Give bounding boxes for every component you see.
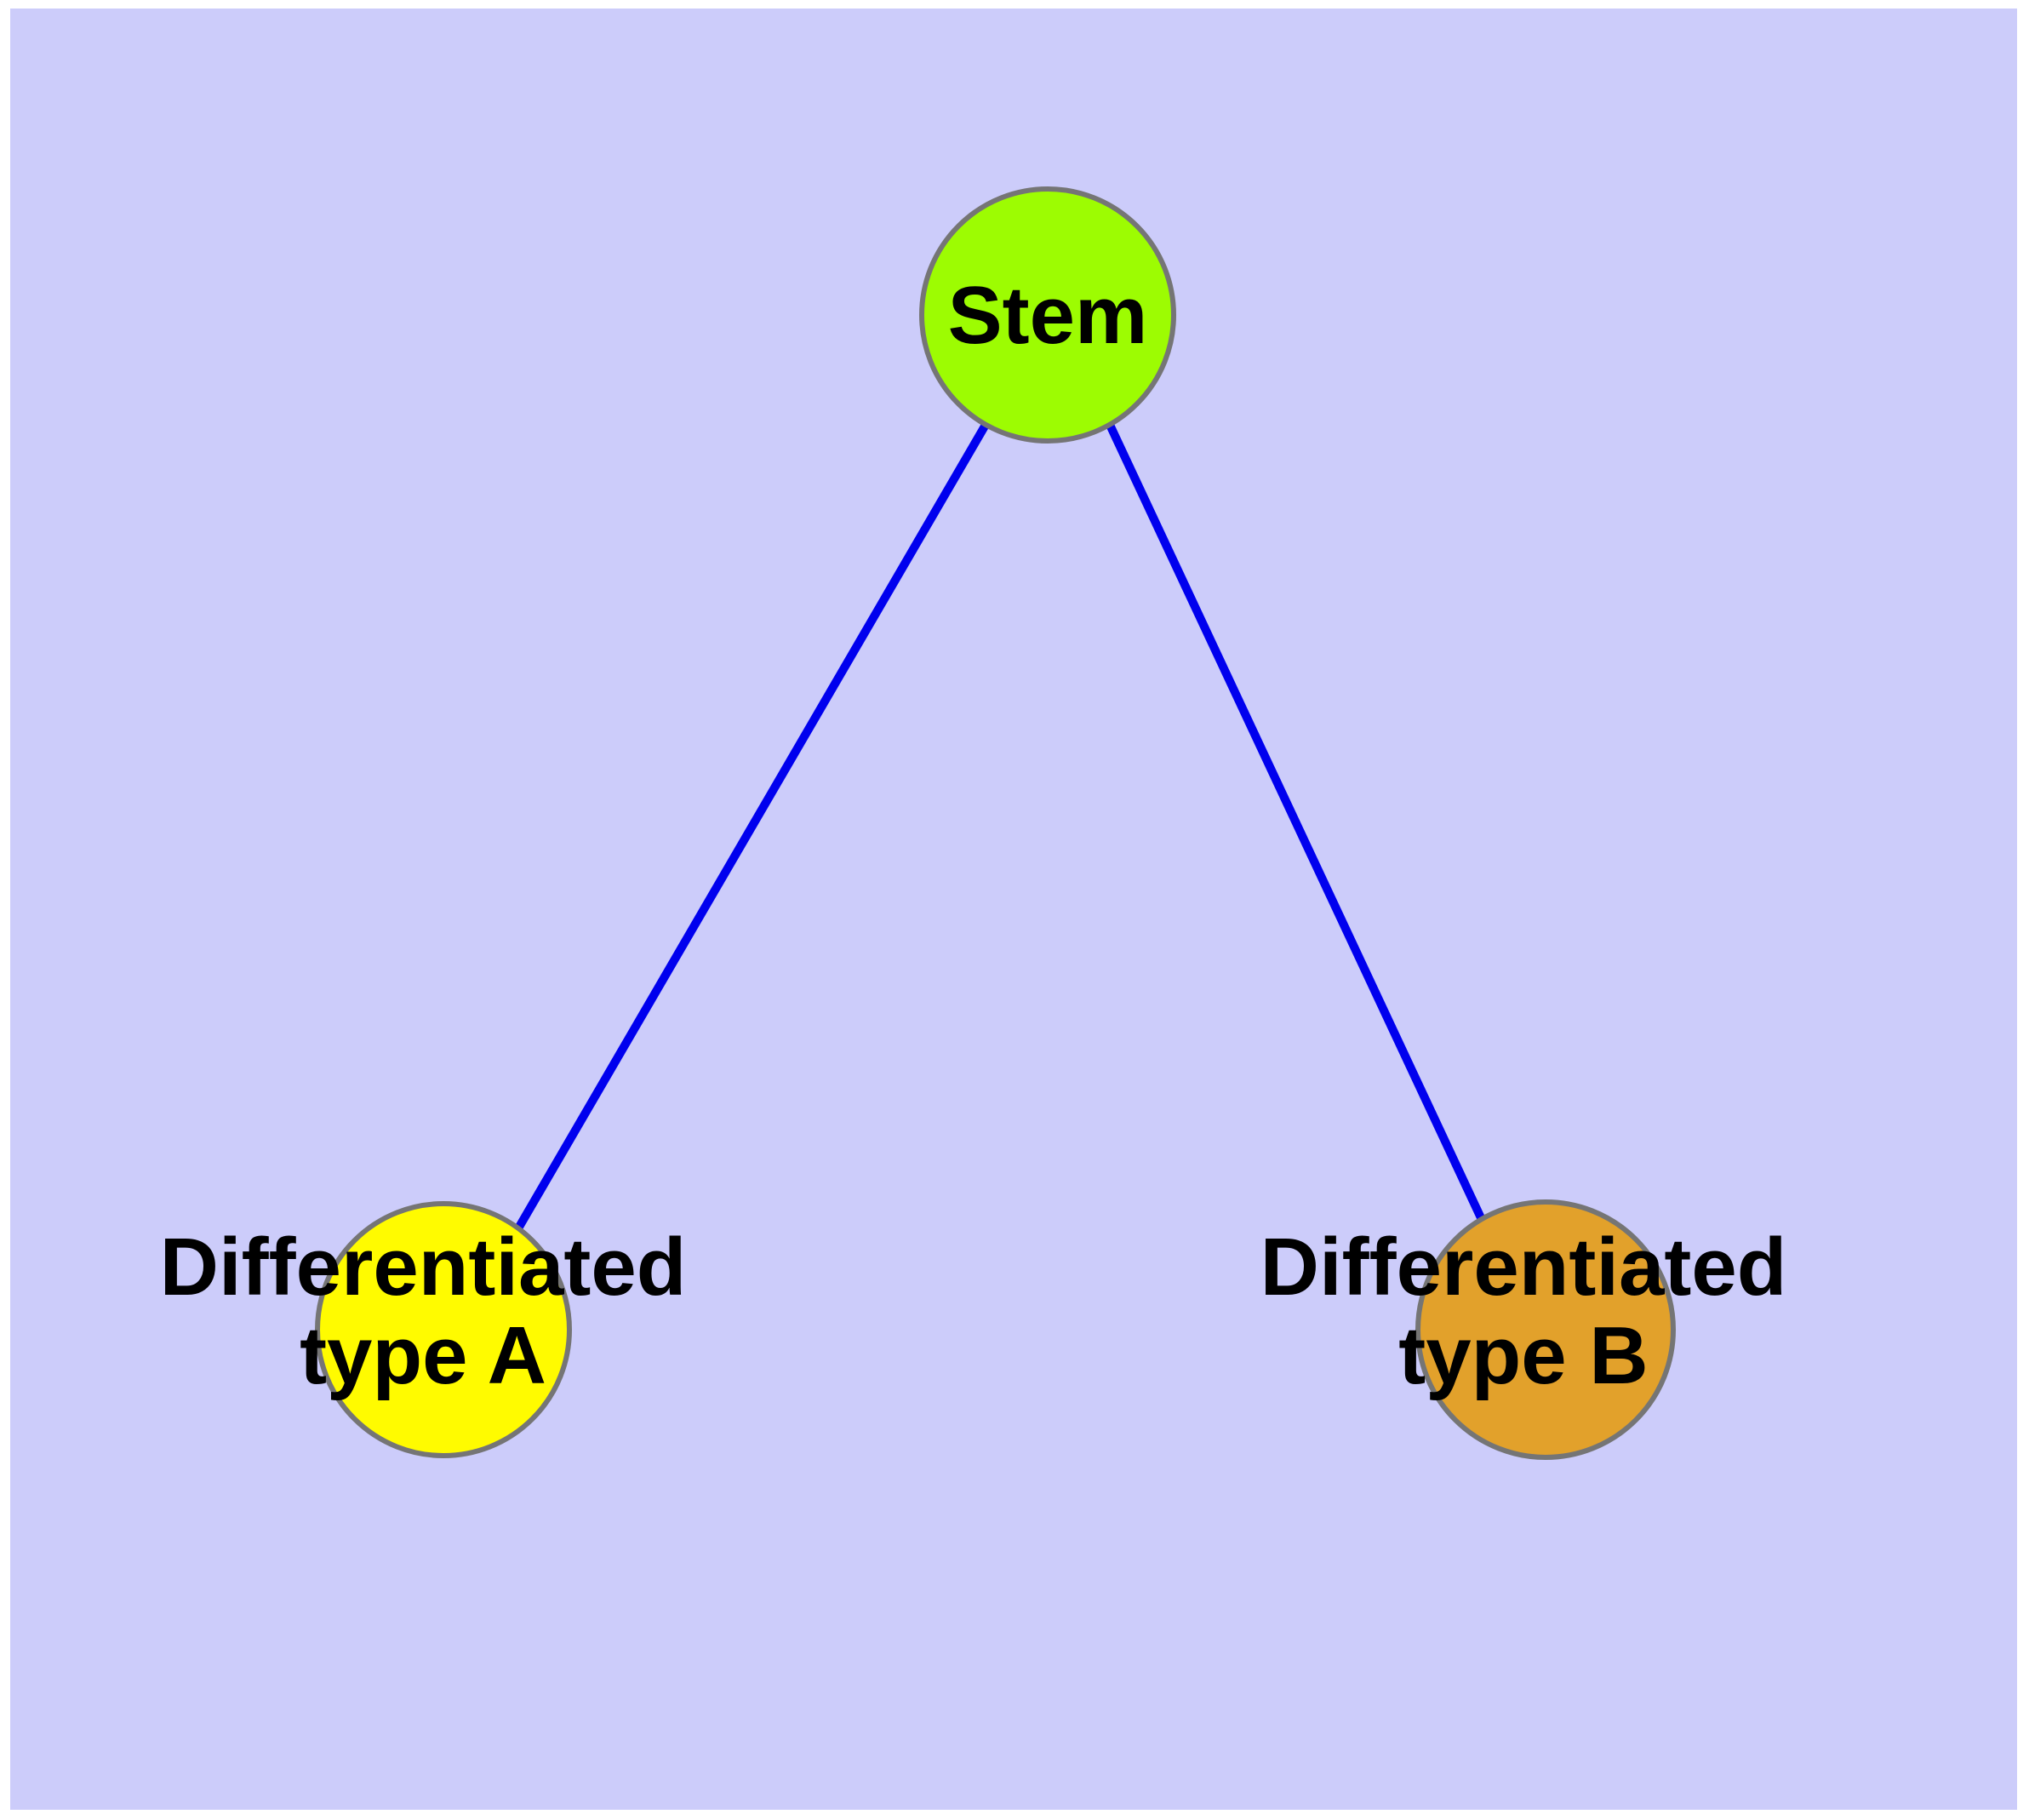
graph-node-label-stem: Stem (948, 270, 1148, 361)
graph-edge-stem-to-diff-a[interactable] (514, 422, 990, 1231)
graph-node-label-line: type B (1398, 1309, 1648, 1400)
edges-group (514, 422, 1488, 1231)
graph-node-label-line: Stem (948, 270, 1148, 361)
graph-node-stem[interactable] (919, 186, 1176, 444)
graph-node-label-line: type A (300, 1309, 546, 1400)
graph-node-diff_b[interactable] (1415, 1199, 1676, 1460)
graph-node-diff_a[interactable] (315, 1201, 572, 1458)
graph-node-label-line: Differentiated (1260, 1222, 1787, 1313)
graph-node-label-line: Differentiated (160, 1222, 687, 1313)
graph-edge-stem-to-diff-b[interactable] (1106, 422, 1488, 1226)
